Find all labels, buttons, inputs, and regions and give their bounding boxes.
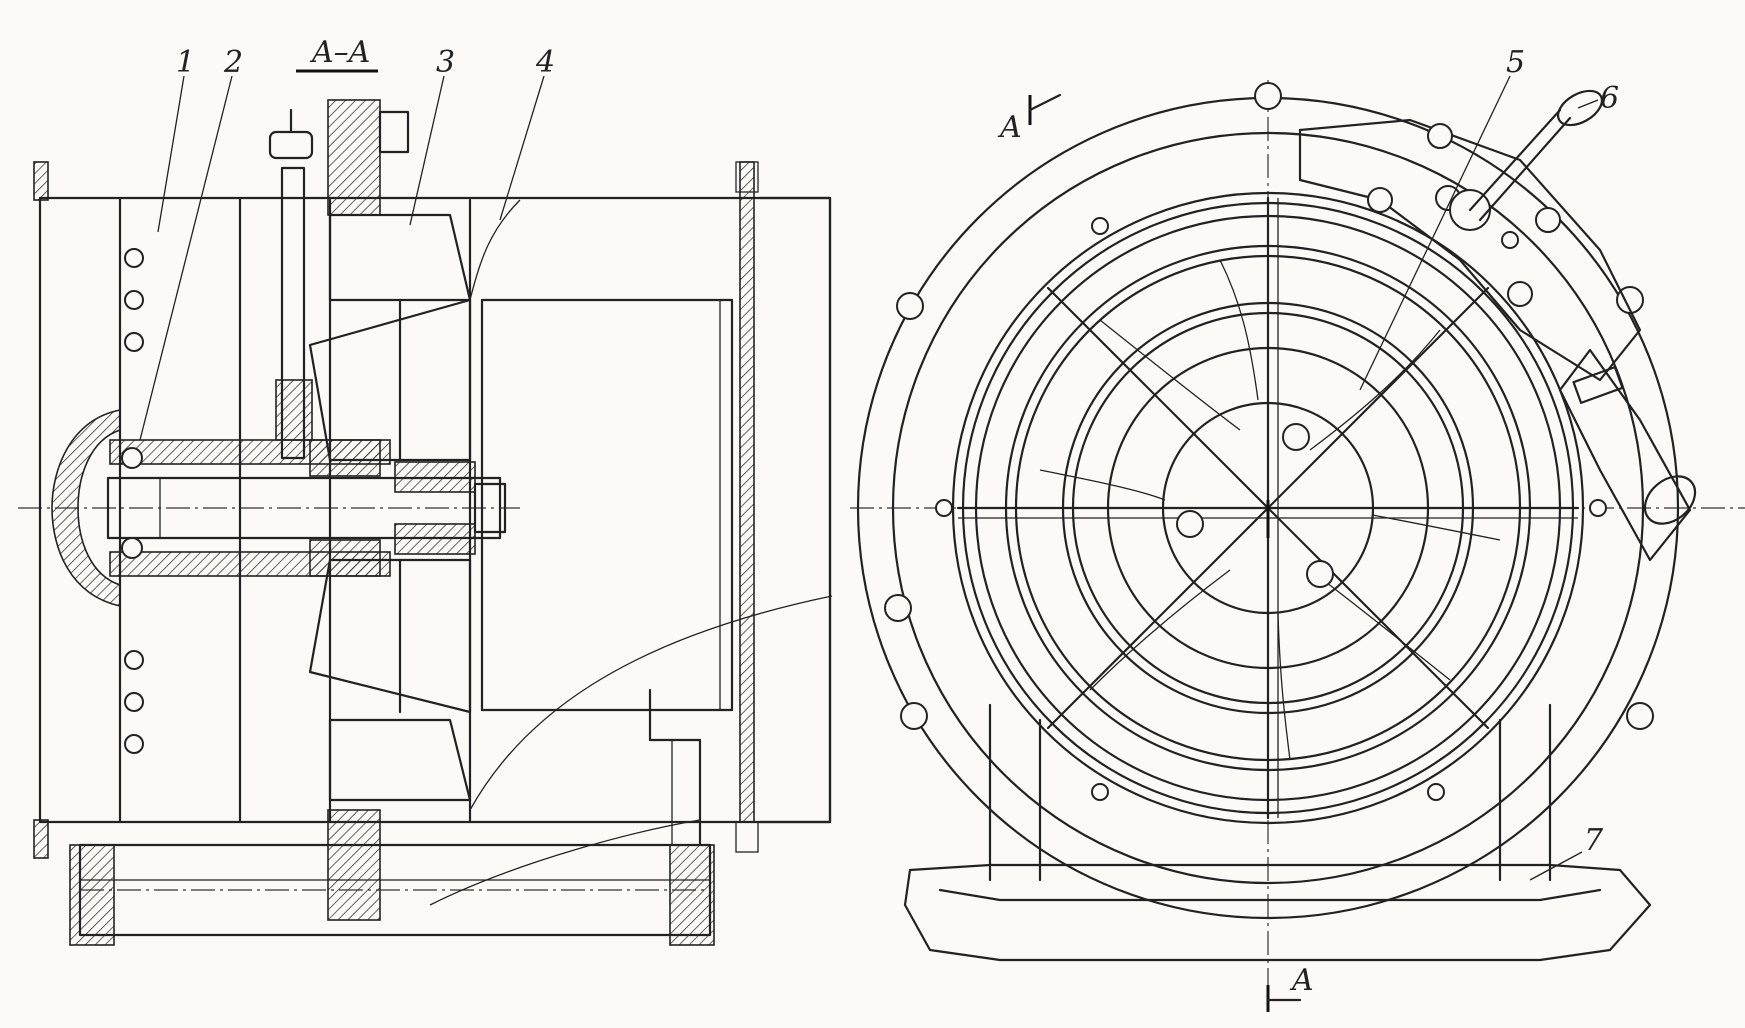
callout-5: 5 [1506, 45, 1525, 80]
section-title: A–A [309, 35, 370, 70]
control-box [1298, 89, 1697, 562]
section-callouts: 1 2 3 4 [139, 45, 555, 441]
section-mark-bottom: A [1266, 963, 1314, 1012]
callout-3: 3 [436, 45, 455, 80]
svg-text:A: A [1289, 963, 1314, 998]
svg-text:A: A [997, 110, 1022, 145]
callout-2: 2 [223, 45, 243, 80]
callout-4: 4 [535, 45, 555, 80]
front-callouts: 5 6 7 [1359, 45, 1619, 881]
upper-support [268, 99, 410, 460]
inlet-bolts [124, 248, 144, 754]
housing [33, 161, 832, 859]
callout-1: 1 [176, 45, 195, 80]
diffuser [429, 199, 833, 906]
shaft-assembly [106, 439, 507, 577]
section-view: A–A [18, 35, 833, 946]
front-view: A A [850, 45, 1745, 1012]
lower-support [69, 688, 715, 946]
hub-cone [51, 409, 121, 607]
callout-6: 6 [1600, 81, 1619, 116]
blades [1039, 259, 1501, 761]
callout-7: 7 [1584, 823, 1604, 858]
section-mark-top: A [997, 93, 1062, 145]
base-frame [903, 703, 1652, 962]
flange-bolts [884, 82, 1654, 801]
hub-bolts [1176, 423, 1334, 588]
